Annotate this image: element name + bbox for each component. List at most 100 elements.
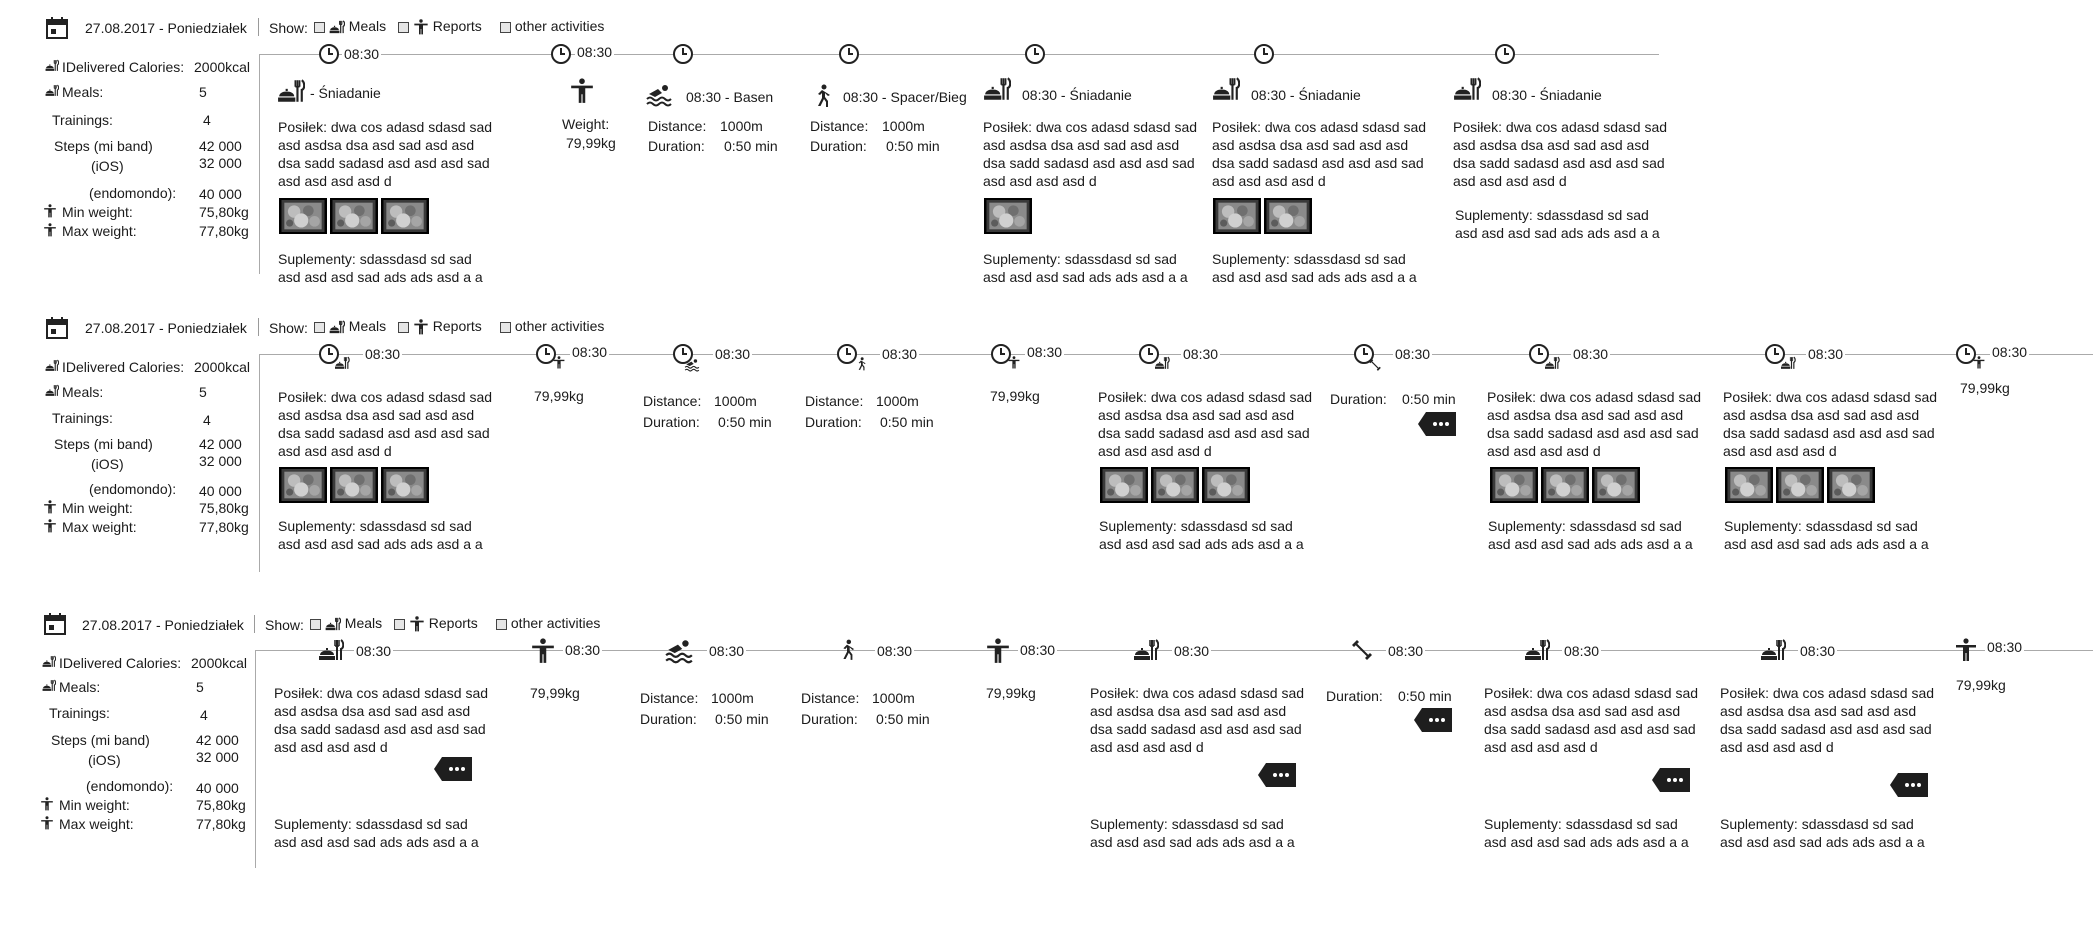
meal-photo[interactable] — [279, 467, 327, 503]
show-label: Show: — [269, 320, 308, 336]
meal-icon[interactable] — [1780, 356, 1796, 370]
calendar-icon[interactable] — [45, 316, 69, 340]
meal-icon[interactable] — [1154, 356, 1170, 370]
swim-icon[interactable] — [664, 638, 694, 664]
person-weight-icon[interactable] — [1973, 356, 1985, 369]
entry-time: 08:30 — [1386, 643, 1426, 659]
dumbbell-icon[interactable] — [1350, 638, 1374, 662]
person-weight-icon[interactable] — [531, 638, 555, 664]
reports-checkbox[interactable] — [398, 321, 409, 333]
other-checkbox[interactable] — [496, 618, 507, 630]
reports-checkbox[interactable] — [394, 618, 405, 630]
more-tag-icon[interactable] — [1652, 768, 1690, 792]
meal-photo[interactable] — [279, 198, 327, 234]
meal-description: Posiłek: dwa cos adasd sdasd sad asd asd… — [1487, 389, 1702, 459]
meal-photo[interactable] — [1151, 467, 1199, 503]
filter-other[interactable]: other activities — [500, 318, 604, 334]
run-icon[interactable] — [838, 638, 856, 662]
meal-photo[interactable] — [1541, 467, 1589, 503]
meal-photo[interactable] — [381, 198, 429, 234]
meal-photo[interactable] — [1776, 467, 1824, 503]
run-icon[interactable] — [812, 84, 832, 108]
meal-icon — [42, 655, 56, 668]
meal-photo[interactable] — [1202, 467, 1250, 503]
duration-value: 0:50 min — [1398, 688, 1452, 704]
supplements-line-2: asd asd asd sad ads ads asd a a — [274, 834, 479, 850]
supplements-line-1: Suplementy: sdassdasd sd sad — [1484, 816, 1678, 832]
meal-photo[interactable] — [1213, 198, 1261, 234]
steps-miband-label: Steps (mi band) — [54, 138, 153, 154]
supplements-line-2: asd asd asd sad ads ads asd a a — [1488, 536, 1693, 552]
meal-icon[interactable] — [1524, 638, 1550, 662]
more-tag-icon[interactable] — [1418, 412, 1456, 436]
supplements-line-1: Suplementy: sdassdasd sd sad — [1455, 207, 1649, 223]
supplements-line-1: Suplementy: sdassdasd sd sad — [1720, 816, 1914, 832]
more-tag-icon[interactable] — [1414, 708, 1452, 732]
filter-other[interactable]: other activities — [496, 615, 600, 631]
reports-checkbox[interactable] — [398, 21, 409, 33]
meal-photo[interactable] — [1490, 467, 1538, 503]
other-filter-label: other activities — [510, 615, 601, 631]
person-weight-icon[interactable] — [1955, 638, 1977, 662]
meal-icon[interactable] — [1133, 638, 1159, 662]
person-weight-icon[interactable] — [986, 638, 1010, 664]
show-label: Show: — [265, 617, 304, 633]
weight-value: 79,99kg — [986, 685, 1036, 701]
meal-photo[interactable] — [984, 198, 1032, 234]
delivered-calories-label: IDelivered Calories: — [62, 359, 185, 375]
steps-miband-label: Steps (mi band) — [54, 436, 153, 452]
meal-icon[interactable] — [318, 638, 344, 662]
meal-photo[interactable] — [330, 198, 378, 234]
meal-photo[interactable] — [330, 467, 378, 503]
meal-icon[interactable] — [1212, 76, 1240, 102]
meal-icon[interactable] — [983, 76, 1011, 102]
duration-label: Duration: — [640, 711, 697, 727]
person-weight-icon[interactable] — [1008, 356, 1020, 369]
calendar-icon[interactable] — [43, 612, 67, 636]
min-weight-label: Min weight: — [62, 204, 133, 220]
meal-icon[interactable] — [334, 356, 350, 370]
other-checkbox[interactable] — [500, 321, 511, 333]
dumbbell-icon[interactable] — [1368, 358, 1382, 372]
more-tag-icon[interactable] — [1890, 773, 1928, 797]
meal-photo[interactable] — [1725, 467, 1773, 503]
swim-icon[interactable] — [645, 83, 673, 107]
entry-time: 08:30 — [342, 46, 382, 62]
filter-reports[interactable]: Reports — [394, 615, 478, 632]
other-filter-label: other activities — [514, 318, 605, 334]
meal-photo[interactable] — [1100, 467, 1148, 503]
meal-icon[interactable] — [1760, 638, 1786, 662]
supplements-line-2: asd asd asd sad ads ads asd a a — [1099, 536, 1304, 552]
more-tag-icon[interactable] — [434, 757, 472, 781]
meals-checkbox[interactable] — [310, 618, 321, 630]
other-checkbox[interactable] — [500, 21, 511, 33]
timeline-axis — [259, 354, 2093, 355]
meal-photo[interactable] — [1264, 198, 1312, 234]
person-weight-icon — [409, 616, 425, 632]
filter-meals[interactable]: Meals — [314, 318, 386, 335]
calendar-icon[interactable] — [45, 16, 69, 40]
reports-filter-label: Reports — [432, 18, 482, 34]
meal-photo[interactable] — [1827, 467, 1875, 503]
meal-icon[interactable] — [277, 78, 305, 104]
person-weight-icon[interactable] — [553, 356, 565, 369]
entry-title: 08:30 - Spacer/Bieg — [843, 89, 967, 105]
meals-checkbox[interactable] — [314, 21, 325, 33]
person-weight-icon[interactable] — [570, 78, 594, 104]
swim-icon[interactable] — [684, 358, 700, 372]
filter-other[interactable]: other activities — [500, 18, 604, 34]
more-tag-icon[interactable] — [1258, 763, 1296, 787]
meal-photo[interactable] — [1592, 467, 1640, 503]
meals-checkbox[interactable] — [314, 321, 325, 333]
run-icon[interactable] — [855, 357, 867, 371]
filter-reports[interactable]: Reports — [398, 18, 482, 35]
meal-icon[interactable] — [1453, 76, 1481, 102]
filter-meals[interactable]: Meals — [314, 18, 386, 35]
distance-value: 1000m — [882, 118, 925, 134]
max-weight-label: Max weight: — [62, 519, 137, 535]
filter-reports[interactable]: Reports — [398, 318, 482, 335]
filter-meals[interactable]: Meals — [310, 615, 382, 632]
meal-photo[interactable] — [381, 467, 429, 503]
clock-icon — [1494, 43, 1516, 65]
meal-icon[interactable] — [1544, 356, 1560, 370]
